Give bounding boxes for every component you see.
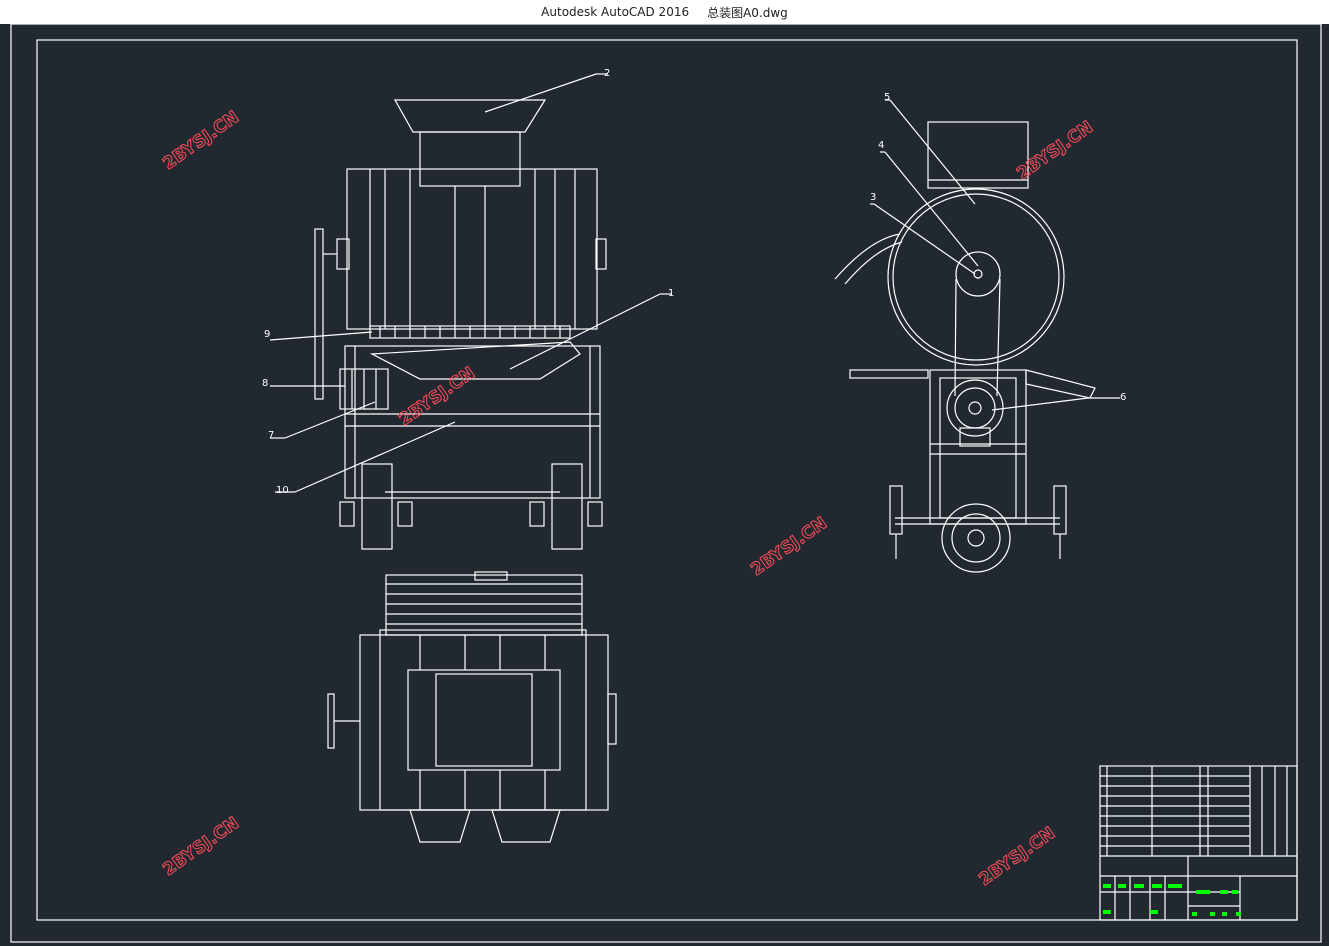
watermark-6: 2BYSJ.CN	[975, 823, 1058, 890]
inner-border	[36, 39, 1298, 921]
side-view	[834, 121, 1096, 573]
title-block	[1099, 765, 1298, 921]
part-label-8: 8	[262, 378, 268, 389]
watermark-2: 2BYSJ.CN	[1013, 117, 1096, 184]
app-name: Autodesk AutoCAD 2016	[541, 5, 690, 19]
leader-lines	[269, 73, 1120, 493]
outer-border	[10, 24, 1322, 943]
title-bar: Autodesk AutoCAD 2016 总装图A0.dwg	[0, 0, 1329, 25]
file-name: 总装图A0.dwg	[707, 5, 788, 20]
part-label-7: 7	[268, 430, 274, 441]
part-label-3: 3	[870, 192, 876, 203]
cad-drawing: 1 2 3 4 5 6 7 8 9 10 2BYSJ.CN 2BYSJ.CN 2…	[10, 24, 1322, 943]
watermark-5: 2BYSJ.CN	[159, 813, 242, 880]
part-label-6: 6	[1120, 392, 1126, 403]
part-label-5: 5	[884, 92, 890, 103]
drawing-canvas[interactable]: 1 2 3 4 5 6 7 8 9 10 2BYSJ.CN 2BYSJ.CN 2…	[0, 24, 1329, 946]
part-number-labels: 1 2 3 4 5 6 7 8 9 10	[262, 68, 1126, 496]
part-label-1: 1	[668, 288, 674, 299]
front-view	[314, 99, 607, 550]
watermarks: 2BYSJ.CN 2BYSJ.CN 2BYSJ.CN 2BYSJ.CN 2BYS…	[159, 107, 1097, 891]
part-label-4: 4	[878, 140, 884, 151]
top-view	[327, 571, 617, 843]
part-label-10: 10	[276, 485, 289, 496]
watermark-4: 2BYSJ.CN	[747, 513, 830, 580]
title-block-text-marks	[1103, 884, 1241, 916]
part-label-9: 9	[264, 329, 270, 340]
watermark-1: 2BYSJ.CN	[159, 107, 242, 174]
part-label-2: 2	[604, 68, 610, 79]
